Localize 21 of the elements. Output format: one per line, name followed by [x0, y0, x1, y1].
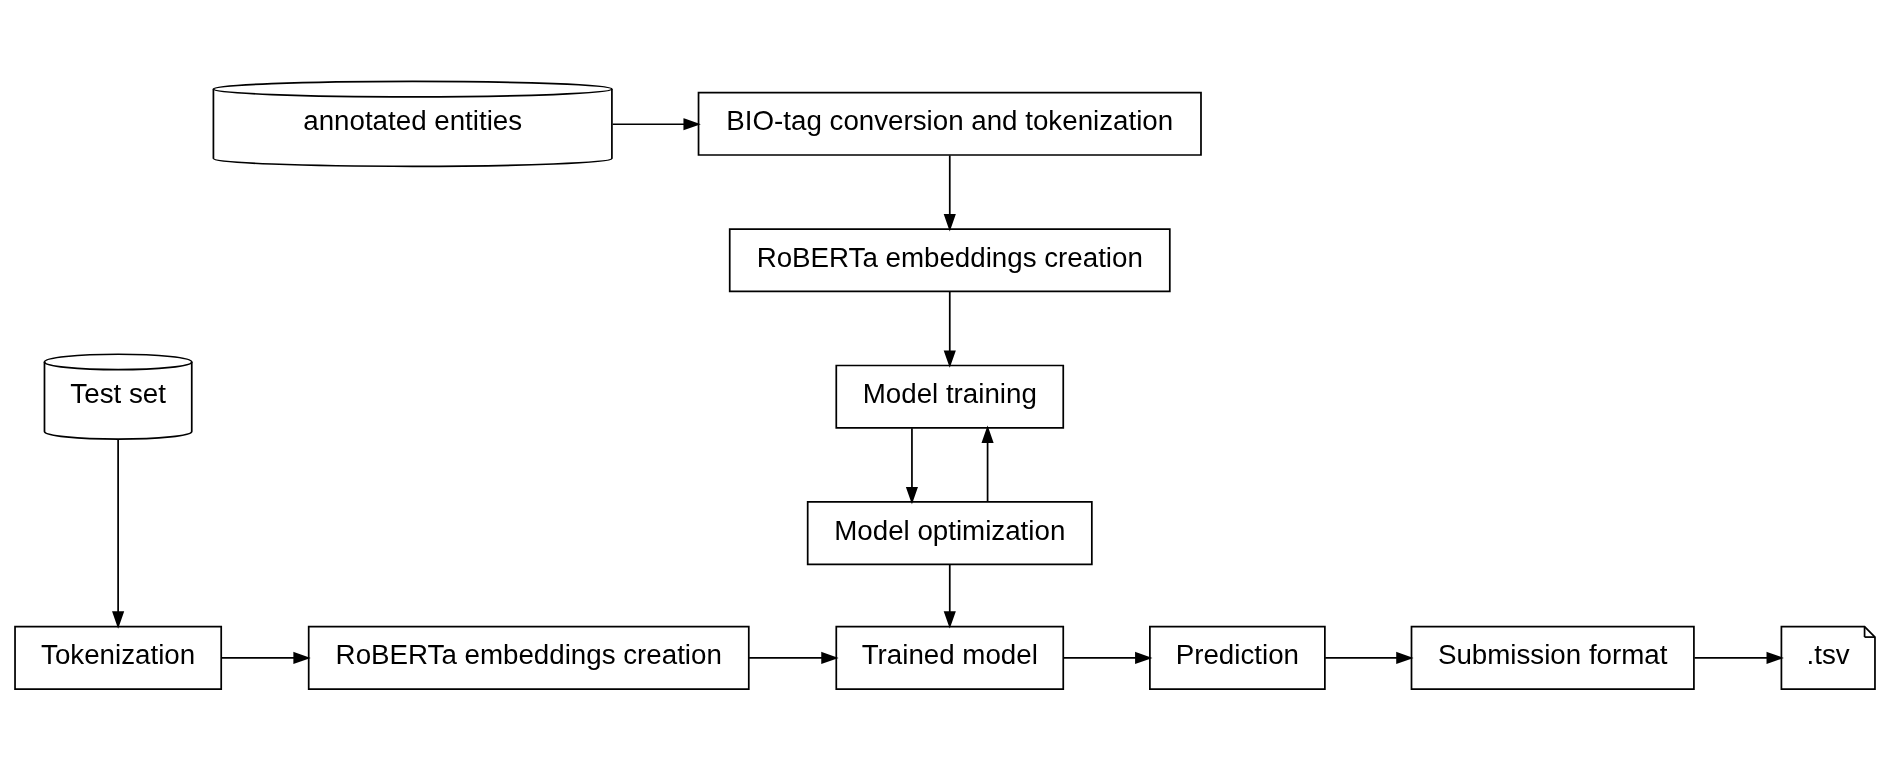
arrow — [1324, 651, 1414, 664]
arrow — [748, 651, 839, 664]
arrow — [981, 425, 994, 502]
arrow — [220, 651, 311, 664]
arrow — [611, 117, 701, 130]
arrow — [943, 154, 956, 231]
node-box: Model training — [835, 364, 1065, 429]
node-box: Tokenization — [14, 625, 223, 690]
node-box: Trained model — [835, 625, 1065, 690]
arrow — [905, 426, 918, 504]
arrow — [1693, 651, 1784, 664]
arrow — [943, 290, 956, 368]
node-box: Prediction — [1149, 625, 1326, 690]
node-box: Model optimization — [806, 500, 1093, 565]
arrow — [112, 437, 125, 629]
node-box: RoBERTa embeddings creation — [728, 227, 1171, 292]
arrow — [1062, 651, 1153, 664]
node-box: Submission format — [1410, 625, 1695, 690]
arrow — [943, 563, 956, 629]
node-box: RoBERTa embeddings creation — [307, 625, 750, 690]
node-box: BIO-tag conversion and tokenization — [697, 91, 1202, 156]
